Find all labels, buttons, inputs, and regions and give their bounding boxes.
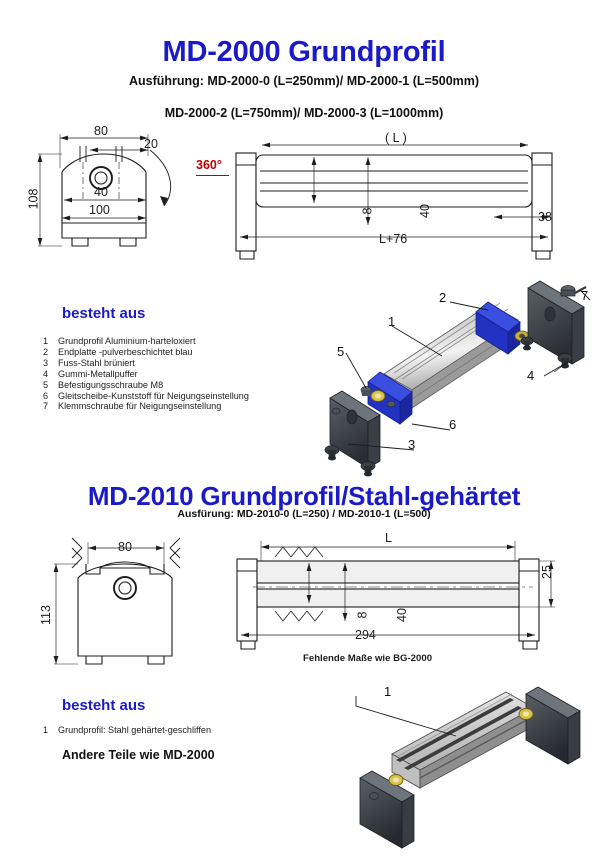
list-item: 1 Grundprofil Aluminium-harteloxiert [43,336,313,347]
part-label: Gleitscheibe-Kunststoff für Neigungseins… [58,390,249,401]
iso-callout-6: 6 [449,417,457,432]
md2000-dim-width-top: 80 [94,124,108,138]
part-number: 3 [43,357,49,368]
list-item: 7 Klemmschraube für Neigungseinstellung [43,401,313,412]
iso-callout-1: 1 [388,314,396,329]
md2000-isometric-view [322,278,602,478]
section-2-title: MD-2010 Grundprofil/Stahl-gehärtet [87,481,521,511]
md2000-dim-profile-height: 40 [417,204,432,218]
md2000-rotation-note: 360° [196,158,222,172]
md2010-dim-width-top: 80 [118,540,132,554]
part-label: Befestigungsschraube M8 [58,379,164,390]
section-1-subtitle-line-2: MD-2000-2 (L=750mm)/ MD-2000-3 (L=1000mm… [164,106,444,120]
list-item: 3 Fuss-Stahl brüniert [43,358,313,369]
md2010-footer-note: Andere Teile wie MD-2000 [62,748,215,762]
list-item: 1 Grundprofil: Stahl gehärtet-geschliffe… [43,725,303,736]
part-number: 6 [43,390,49,401]
md2010-dim-height: 113 [38,605,53,625]
part-label: Grundprofil: Stahl gehärtet-geschliffen [58,725,211,735]
section-2-subtitle: Ausfürung: MD-2010-0 (L=250) / MD-2010-1… [177,508,431,520]
section-1-subtitle-line-1: Ausführung: MD-2000-0 (L=250mm)/ MD-2000… [128,74,480,88]
md2010-dim-length: L [385,531,392,545]
md2000-side-view-drawing [232,133,572,273]
md2010-front-view-drawing [30,528,230,665]
md2000-parts-heading: besteht aus [62,305,146,322]
md2000-dim-slot-height: 8 [360,207,375,215]
iso-callout-7: 7 [581,288,589,303]
iso-callout-5: 5 [337,344,345,359]
md2010-missing-dims-note: Fehlende Maße wie BG-2000 [303,653,433,664]
part-number: 5 [43,379,49,390]
md2000-dim-height: 108 [26,188,41,210]
md2000-front-view-drawing [30,128,240,283]
list-item: 6 Gleitscheibe-Kunststoff für Neigungsei… [43,391,313,402]
part-number: 1 [43,336,49,346]
md2000-dim-total-length: L+76 [379,232,408,246]
part-number: 4 [43,368,49,379]
md2010-parts-list: 1 Grundprofil: Stahl gehärtet-geschliffe… [43,725,303,736]
md2010-dim-height-right: 25 [539,565,554,579]
md2000-dim-length: ( L ) [385,131,407,145]
md2010-side-view-drawing [233,531,563,661]
part-number: 1 [43,725,49,735]
part-number: 2 [43,346,49,357]
iso-callout-2: 2 [439,290,447,305]
iso-callout-4: 4 [527,368,535,383]
part-label: Endplatte -pulverbeschichtet blau [58,346,193,357]
list-item: 4 Gummi-Metallpuffer [43,369,313,380]
list-item: 5 Befestigungsschraube M8 [43,380,313,391]
md2010-parts-heading: besteht aus [62,697,146,714]
iso-callout-3: 3 [408,437,416,452]
md2010-dim-profile-height: 40 [394,608,409,622]
md2010-isometric-view [330,686,590,849]
section-1-title: MD-2000 Grundprofil [162,36,446,68]
md2000-parts-list: 1 Grundprofil Aluminium-harteloxiert 2 E… [43,336,313,412]
md2010-dim-total-length: 294 [355,628,376,642]
list-item: 2 Endplatte -pulverbeschichtet blau [43,347,313,358]
rotation-note-underline [196,175,229,177]
part-label: Fuss-Stahl brüniert [58,357,135,368]
md2000-dim-width-bottom: 100 [89,203,110,217]
md2010-iso-callout-1: 1 [384,684,392,699]
md2000-dim-bore: 40 [94,185,108,199]
part-label: Gummi-Metallpuffer [58,368,138,379]
part-number: 7 [43,401,49,412]
md2010-dim-slot-height: 8 [355,611,370,619]
part-label: Klemmschraube für Neigungseinstellung [58,401,222,412]
md2000-dim-slot: 20 [144,137,158,151]
part-label: Grundprofil Aluminium-harteloxiert [58,336,196,346]
md2000-dim-endplate: 38 [538,210,552,224]
